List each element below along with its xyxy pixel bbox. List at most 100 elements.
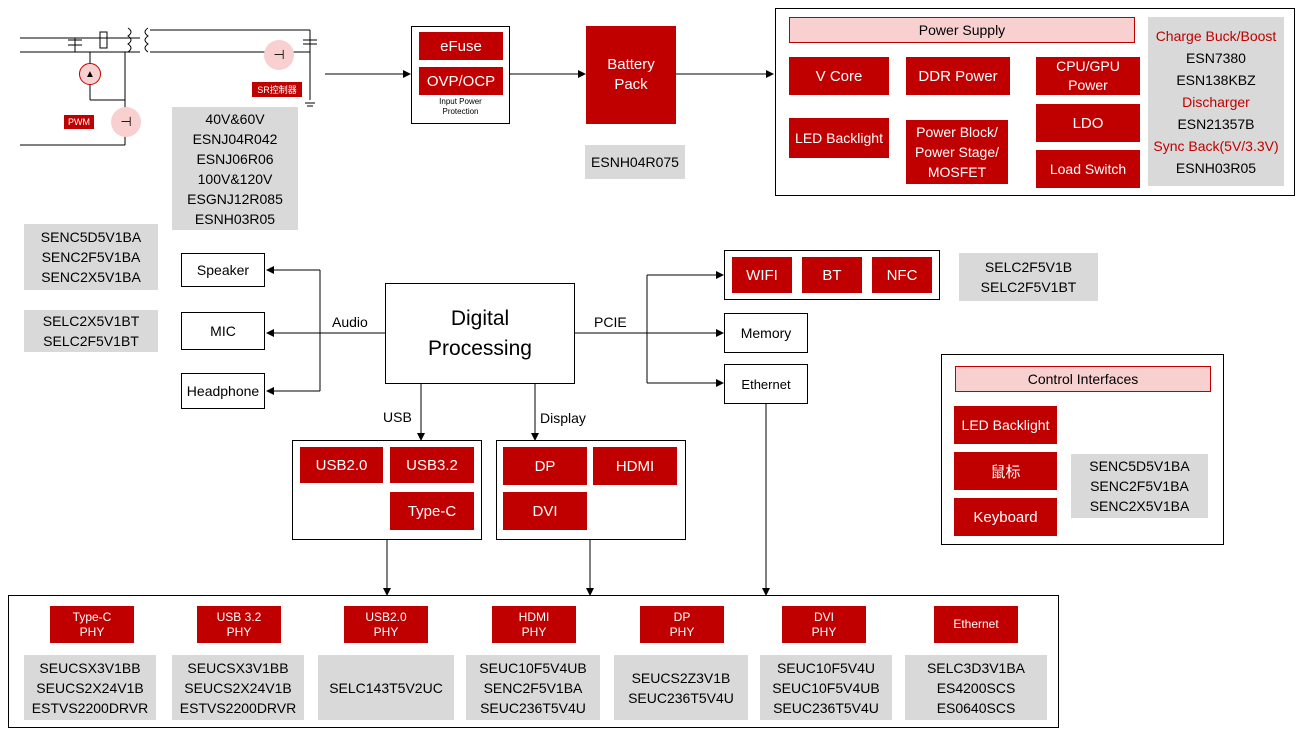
battery-line: Battery xyxy=(607,56,655,73)
efuse-block: eFuse xyxy=(419,32,503,60)
part-text: SENC5D5V1BA xyxy=(40,229,142,245)
pcie-label: PCIE xyxy=(594,314,627,330)
phy-line: PHY xyxy=(669,624,695,639)
block-line: Power Stage/ xyxy=(914,144,1000,160)
block-line: Power Block/ xyxy=(916,124,998,140)
phy-typec-parts: SEUCSX3V1BB SEUCS2X24V1B ESTVS2200DRVR xyxy=(24,655,156,720)
display-label: Display xyxy=(540,410,586,426)
part-text: ESTVS2200DRVR xyxy=(31,699,149,716)
control-title: Control Interfaces xyxy=(955,366,1211,392)
part-text: SEUC10F5V4U xyxy=(776,659,876,676)
part-text: SENC2F5V1BA xyxy=(1090,478,1189,494)
ldo-block: LDO xyxy=(1036,104,1140,142)
part-heading: Discharger xyxy=(1182,93,1250,110)
battery-line: Pack xyxy=(614,76,648,93)
battery-pack: Battery Pack xyxy=(586,26,676,124)
part-text: ES4200SCS xyxy=(936,679,1016,696)
part-text: ESN7380 xyxy=(1186,49,1246,66)
phy-line: PHY xyxy=(373,624,399,639)
part-text: SELC2F5V1B xyxy=(984,259,1073,275)
part-text: SENC2X5V1BA xyxy=(41,269,141,285)
part-text: SENC2X5V1BA xyxy=(1089,498,1190,514)
part-text: SENC5D5V1BA xyxy=(1089,458,1190,474)
ethernet-box: Ethernet xyxy=(724,364,808,404)
battery-part: ESNH04R075 xyxy=(585,145,685,179)
part-text: SEUC236T5V4U xyxy=(628,689,734,706)
part-text: ESNJ04R042 xyxy=(192,130,278,147)
dvi-block: DVI xyxy=(503,492,587,530)
v-core-block: V Core xyxy=(789,57,889,95)
led-backlight-block: LED Backlight xyxy=(789,118,889,158)
part-heading: Sync Back(5V/3.3V) xyxy=(1153,137,1279,154)
block-line: CPU/GPU xyxy=(1056,58,1120,74)
part-text: SEUC10F5V4UB xyxy=(479,659,587,676)
control-led-backlight: LED Backlight xyxy=(954,406,1057,444)
digital-processing: Digital Processing xyxy=(385,283,575,384)
phy-ethernet-block: Ethernet xyxy=(934,606,1018,643)
block-line: Power xyxy=(1068,77,1108,93)
part-text: SEUC236T5V4U xyxy=(773,699,879,716)
mosfet-parts: 40V&60V ESNJ04R042 ESNJ06R06 100V&120V E… xyxy=(172,107,298,230)
part-text: SENC2F5V1BA xyxy=(41,249,141,265)
part-text: SELC143T5V2UC xyxy=(329,679,443,696)
speaker-parts: SENC5D5V1BA SENC2F5V1BA SENC2X5V1BA xyxy=(24,224,158,290)
phy-dp-parts: SEUCS2Z3V1B SEUC236T5V4U xyxy=(614,655,748,720)
caption-line: Protection xyxy=(442,107,479,116)
phy-line: PHY xyxy=(521,624,547,639)
power-block: Power Block/ Power Stage/ MOSFET xyxy=(906,120,1008,184)
usb3-block: USB3.2 xyxy=(390,447,474,483)
phy-hdmi-parts: SEUC10F5V4UB SENC2F5V1BA SEUC236T5V4U xyxy=(466,655,600,720)
hdmi-block: HDMI xyxy=(593,447,677,485)
sr-controller-label: SR控制器 xyxy=(252,82,302,97)
pwm-label: PWM xyxy=(64,115,94,129)
part-text: SELC2F5V1BT xyxy=(43,333,139,349)
caption-line: Input Power xyxy=(439,97,482,106)
part-text: ESGNJ12R085 xyxy=(187,190,283,207)
part-text: ESN138KBZ xyxy=(1176,71,1256,88)
ddr-power-block: DDR Power xyxy=(906,57,1010,95)
phy-line: PHY xyxy=(79,624,105,639)
power-supply-parts: Charge Buck/Boost ESN7380 ESN138KBZ Disc… xyxy=(1148,17,1284,186)
part-text: SEUC10F5V4UB xyxy=(772,679,880,696)
load-switch-block: Load Switch xyxy=(1036,150,1140,188)
part-text: SELC3D3V1BA xyxy=(926,659,1026,676)
digital-line: Processing xyxy=(428,336,532,360)
phy-line: PHY xyxy=(226,624,252,639)
phy-line: PHY xyxy=(811,624,837,639)
wifi-block: WIFI xyxy=(732,257,792,293)
phy-hdmi-block: HDMI PHY xyxy=(492,606,576,643)
part-text: ESN21357B xyxy=(1177,115,1255,132)
part-text: 100V&120V xyxy=(197,170,273,187)
usb2-block: USB2.0 xyxy=(300,447,383,483)
wireless-parts: SELC2F5V1B SELC2F5V1BT xyxy=(959,253,1098,301)
part-text: ESNH03R05 xyxy=(194,210,276,227)
sr-mosfet-icon: ⊣ xyxy=(264,40,294,70)
phy-line: USB2.0 xyxy=(365,609,407,624)
phy-typec-block: Type-C PHY xyxy=(50,606,134,643)
part-text: SEUCS2X24V1B xyxy=(36,679,144,696)
phy-line: Ethernet xyxy=(953,617,999,631)
protection-caption: Input Power Protection xyxy=(411,97,510,117)
ovp-ocp-block: OVP/OCP xyxy=(419,67,503,95)
nfc-block: NFC xyxy=(872,257,932,293)
part-text: SEUCSX3V1BB xyxy=(187,659,289,676)
diode-icon: ▲ xyxy=(79,63,101,85)
phy-usb32-block: USB 3.2 PHY xyxy=(197,606,281,643)
part-text: ESNJ06R06 xyxy=(196,150,274,167)
memory-box: Memory xyxy=(724,313,808,353)
typec-block: Type-C xyxy=(390,492,474,530)
power-supply-title: Power Supply xyxy=(789,17,1135,43)
phy-usb20-parts: SELC143T5V2UC xyxy=(318,655,454,720)
phy-dp-block: DP PHY xyxy=(640,606,724,643)
dp-block: DP xyxy=(503,447,587,485)
phy-line: DP xyxy=(673,609,691,624)
control-keyboard: Keyboard xyxy=(954,498,1057,536)
part-text: SEUCS2Z3V1B xyxy=(631,669,731,686)
part-text: ESNH03R05 xyxy=(1175,159,1257,176)
part-text: SENC2F5V1BA xyxy=(483,679,583,696)
headphone-box: Headphone xyxy=(181,373,265,409)
audio-label: Audio xyxy=(332,314,368,330)
part-text: SELC2F5V1BT xyxy=(980,279,1077,295)
bt-block: BT xyxy=(802,257,862,293)
phy-line: Type-C xyxy=(72,609,112,624)
